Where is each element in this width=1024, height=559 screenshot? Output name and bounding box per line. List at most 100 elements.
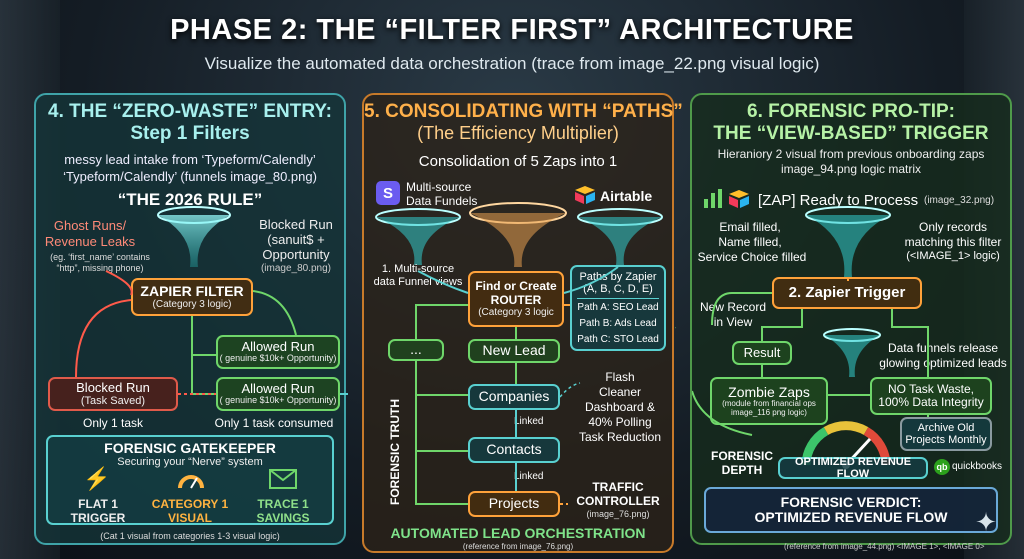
- panel4-desc2: ‘Typeform/Calendly’ (funnels image_80.pn…: [63, 169, 317, 184]
- allowed-run-sub-2: ( genuine $10k+ Opportunity): [219, 395, 337, 406]
- name-filled: Name filled,: [718, 235, 782, 249]
- airtable-label: Airtable: [600, 188, 653, 204]
- allowed-run-node-2[interactable]: Allowed Run ( genuine $10k+ Opportunity): [216, 377, 340, 411]
- forensic-verdict-box: FORENSIC VERDICT: OPTIMIZED REVENUE FLOW: [704, 487, 998, 533]
- router-node[interactable]: Find or Create ROUTER (Category 3 logic: [468, 271, 564, 327]
- forensic-depth-line1: FORENSIC: [710, 449, 773, 463]
- blocked-top-label: Blocked Run: [259, 217, 333, 232]
- ellipsis-label: ...: [410, 341, 422, 358]
- blocked-top-line2: (sanuit$ +: [267, 232, 325, 247]
- traffic-controller-line2: CONTROLLER: [576, 494, 660, 508]
- gatekeeper-col3b: SAVINGS: [256, 511, 310, 525]
- companies-node[interactable]: Companies: [468, 384, 560, 410]
- gatekeeper-col1: FLAT 1: [78, 497, 118, 511]
- archive-node[interactable]: Archive Old Projects Monthly: [900, 417, 992, 451]
- new-lead-label: New Lead: [482, 342, 546, 359]
- revenue-leaks-label: Revenue Leaks: [44, 234, 136, 249]
- airtable-icon: [728, 189, 750, 209]
- blocked-run-node[interactable]: Blocked Run (Task Saved): [48, 377, 178, 411]
- page-subtitle: Visualize the automated data orchestrati…: [204, 54, 820, 73]
- release-line2: glowing optimized leads: [879, 356, 1007, 370]
- funnel-icon: [375, 208, 461, 265]
- quickbooks-label: quickbooks: [952, 461, 1003, 472]
- panel4-footnote: (Cat 1 visual from categories 1-3 visual…: [100, 531, 280, 541]
- gatekeeper-col2: CATEGORY 1: [151, 497, 229, 511]
- optimized-revenue-flow-badge: OPTIMIZED REVENUE FLOW: [778, 455, 928, 480]
- ghost-runs-label: Ghost Runs/: [53, 218, 127, 233]
- gatekeeper-col3: TRACE 1: [257, 497, 309, 511]
- result-label: Result: [743, 344, 781, 360]
- quickbooks-icon: qb: [934, 459, 950, 475]
- panel5-title: 5. CONSOLIDATING WITH “PATHS”: [364, 101, 683, 122]
- gatekeeper-title: FORENSIC GATEKEEPER: [104, 440, 276, 456]
- allowed-run-node-1[interactable]: Allowed Run ( genuine $10k+ Opportunity): [216, 335, 340, 369]
- paths-box: Paths by Zapier (A, B, C, D, E) Path A: …: [570, 265, 666, 351]
- ready-to-process-label: [ZAP] Ready to Process: [758, 192, 919, 209]
- consolidating-paths-panel: 5. CONSOLIDATING WITH “PATHS” (The Effic…: [362, 93, 683, 553]
- zero-waste-entry-panel: 4. THE “ZERO-WASTE” ENTRY: Step 1 Filter…: [34, 93, 348, 545]
- panel5-title2: (The Efficiency Multiplier): [417, 123, 619, 143]
- no-task-waste-node[interactable]: NO Task Waste, 100% Data Integrity: [870, 377, 992, 415]
- gatekeeper-col2b: VISUAL: [167, 511, 212, 525]
- allowed-run-label-2: Allowed Run: [241, 380, 315, 396]
- forensic-gatekeeper-box: FORENSIC GATEKEEPER Securing your “Nerve…: [46, 435, 334, 525]
- only-one-task-consumed: Only 1 task consumed: [214, 416, 334, 430]
- zombie-zaps-sub1: (module from financial ops: [722, 398, 816, 408]
- image1-logic: (<IMAGE_1> logic): [906, 250, 1000, 262]
- blocked-run-label: Blocked Run: [76, 379, 150, 395]
- result-node[interactable]: Result: [732, 341, 792, 365]
- blocked-top-ref: (image_80.png): [260, 263, 332, 274]
- lightning-icon: ⚡: [83, 466, 111, 491]
- panel6-desc1: Hieraniory 2 visual from previous onboar…: [717, 147, 985, 161]
- email-filled: Email filled,: [719, 220, 781, 234]
- s-app-icon: S: [376, 181, 400, 205]
- flash-line5: Task Reduction: [578, 430, 662, 444]
- projects-label: Projects: [488, 495, 540, 512]
- archive-line1: Archive Old: [917, 421, 975, 434]
- path-b[interactable]: Path B: Ads Lead: [579, 318, 657, 330]
- no-task-waste-line2: 100% Data Integrity: [878, 395, 984, 409]
- only-records: Only records: [918, 220, 988, 234]
- ellipsis-node[interactable]: ...: [388, 339, 444, 361]
- view-based-trigger-panel: 6. FORENSIC PRO-TIP: THE “VIEW-BASED” TR…: [690, 93, 1012, 545]
- funnel-icon: [469, 202, 567, 267]
- ghost-example1: (eg. ‘first_name’ contains: [50, 252, 150, 262]
- path-c[interactable]: Path C: STO Lead: [577, 334, 659, 346]
- zapier-trigger-node[interactable]: 2. Zapier Trigger: [772, 277, 922, 309]
- gatekeeper-sub: Securing your “Nerve” system: [117, 456, 263, 469]
- matching-filter: matching this filter: [904, 235, 1002, 249]
- path-a[interactable]: Path A: SEO Lead: [577, 302, 659, 314]
- router-line3: (Category 3 logic: [478, 306, 554, 318]
- blocked-run-sub: (Task Saved): [80, 395, 146, 408]
- airtable-icon: [574, 185, 596, 205]
- funnel-note-1: 1. Multi-source: [381, 263, 455, 275]
- bar-chart-icon: [702, 187, 724, 209]
- panel6-title1: 6. FORENSIC PRO-TIP:: [747, 101, 955, 122]
- release-line1: Data funnels release: [887, 341, 999, 355]
- panel4-title2: Step 1 Filters: [130, 123, 250, 144]
- forensic-truth-label: FORENSIC TRUTH: [388, 399, 402, 505]
- new-lead-node[interactable]: New Lead: [468, 339, 560, 363]
- verdict-line2: OPTIMIZED REVENUE FLOW: [754, 509, 948, 525]
- gauge-icon: [176, 465, 206, 493]
- router-line1: Find or Create: [475, 279, 557, 294]
- panel5-footer-ref: (reference from image_76.png): [462, 542, 574, 551]
- traffic-controller-line1: TRAFFIC: [592, 480, 644, 494]
- contacts-node[interactable]: Contacts: [468, 437, 560, 463]
- automated-orchestration-footer: AUTOMATED LEAD ORCHESTRATION: [390, 525, 646, 541]
- zapier-filter-sub: (Category 3 logic): [152, 299, 232, 311]
- rule-heading: “THE 2026 RULE”: [117, 190, 263, 209]
- panel4-title: 4. THE “ZERO-WASTE” ENTRY:: [48, 101, 332, 122]
- funnel-note-2: data Funnel views: [373, 276, 463, 288]
- consolidation-text: Consolidation of 5 Zaps into 1: [418, 153, 618, 170]
- zapier-filter-node[interactable]: ZAPIER FILTER (Category 3 logic): [131, 278, 253, 316]
- funnel-icon: [577, 208, 663, 265]
- no-task-waste-line1: NO Task Waste,: [887, 381, 975, 396]
- optimized-revenue-label: OPTIMIZED REVENUE FLOW: [794, 455, 912, 480]
- panel6-desc2: image_94.png logic matrix: [780, 162, 922, 176]
- flash-line4: 40% Polling: [588, 415, 652, 429]
- footer-reference: (reference from image_44.png) <IMAGE 1>,…: [784, 542, 985, 551]
- flash-line1: Flash: [605, 370, 635, 384]
- projects-node[interactable]: Projects: [468, 491, 560, 517]
- gatekeeper-col1b: TRIGGER: [70, 511, 126, 525]
